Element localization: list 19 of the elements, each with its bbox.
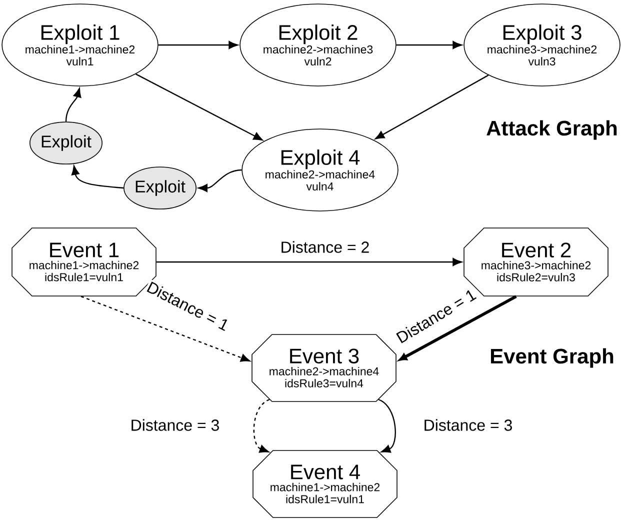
arrow (71, 166, 124, 189)
graph-title: Event Graph (490, 348, 614, 368)
arrow (375, 74, 489, 140)
arrow (65, 88, 82, 122)
graph-title: Attack Graph (486, 120, 617, 140)
edge-label: Distance = 3 (422, 418, 514, 432)
arrow (378, 398, 396, 453)
arrow (158, 41, 238, 49)
arrow (136, 74, 263, 140)
arrow (156, 258, 462, 266)
arrow (253, 398, 270, 453)
event-octagon: Event 3 machine2->machine4 idsRule3=vuln4 (252, 334, 396, 402)
arrow (198, 169, 242, 192)
arrow (396, 41, 462, 49)
arrow (399, 295, 517, 361)
edge-label: Distance = 2 (279, 240, 371, 254)
event-octagon: Event 4 machine1->machine2 idsRule1=vuln1 (252, 450, 398, 518)
edge-label: Distance = 3 (129, 418, 221, 432)
arrow (80, 296, 250, 362)
